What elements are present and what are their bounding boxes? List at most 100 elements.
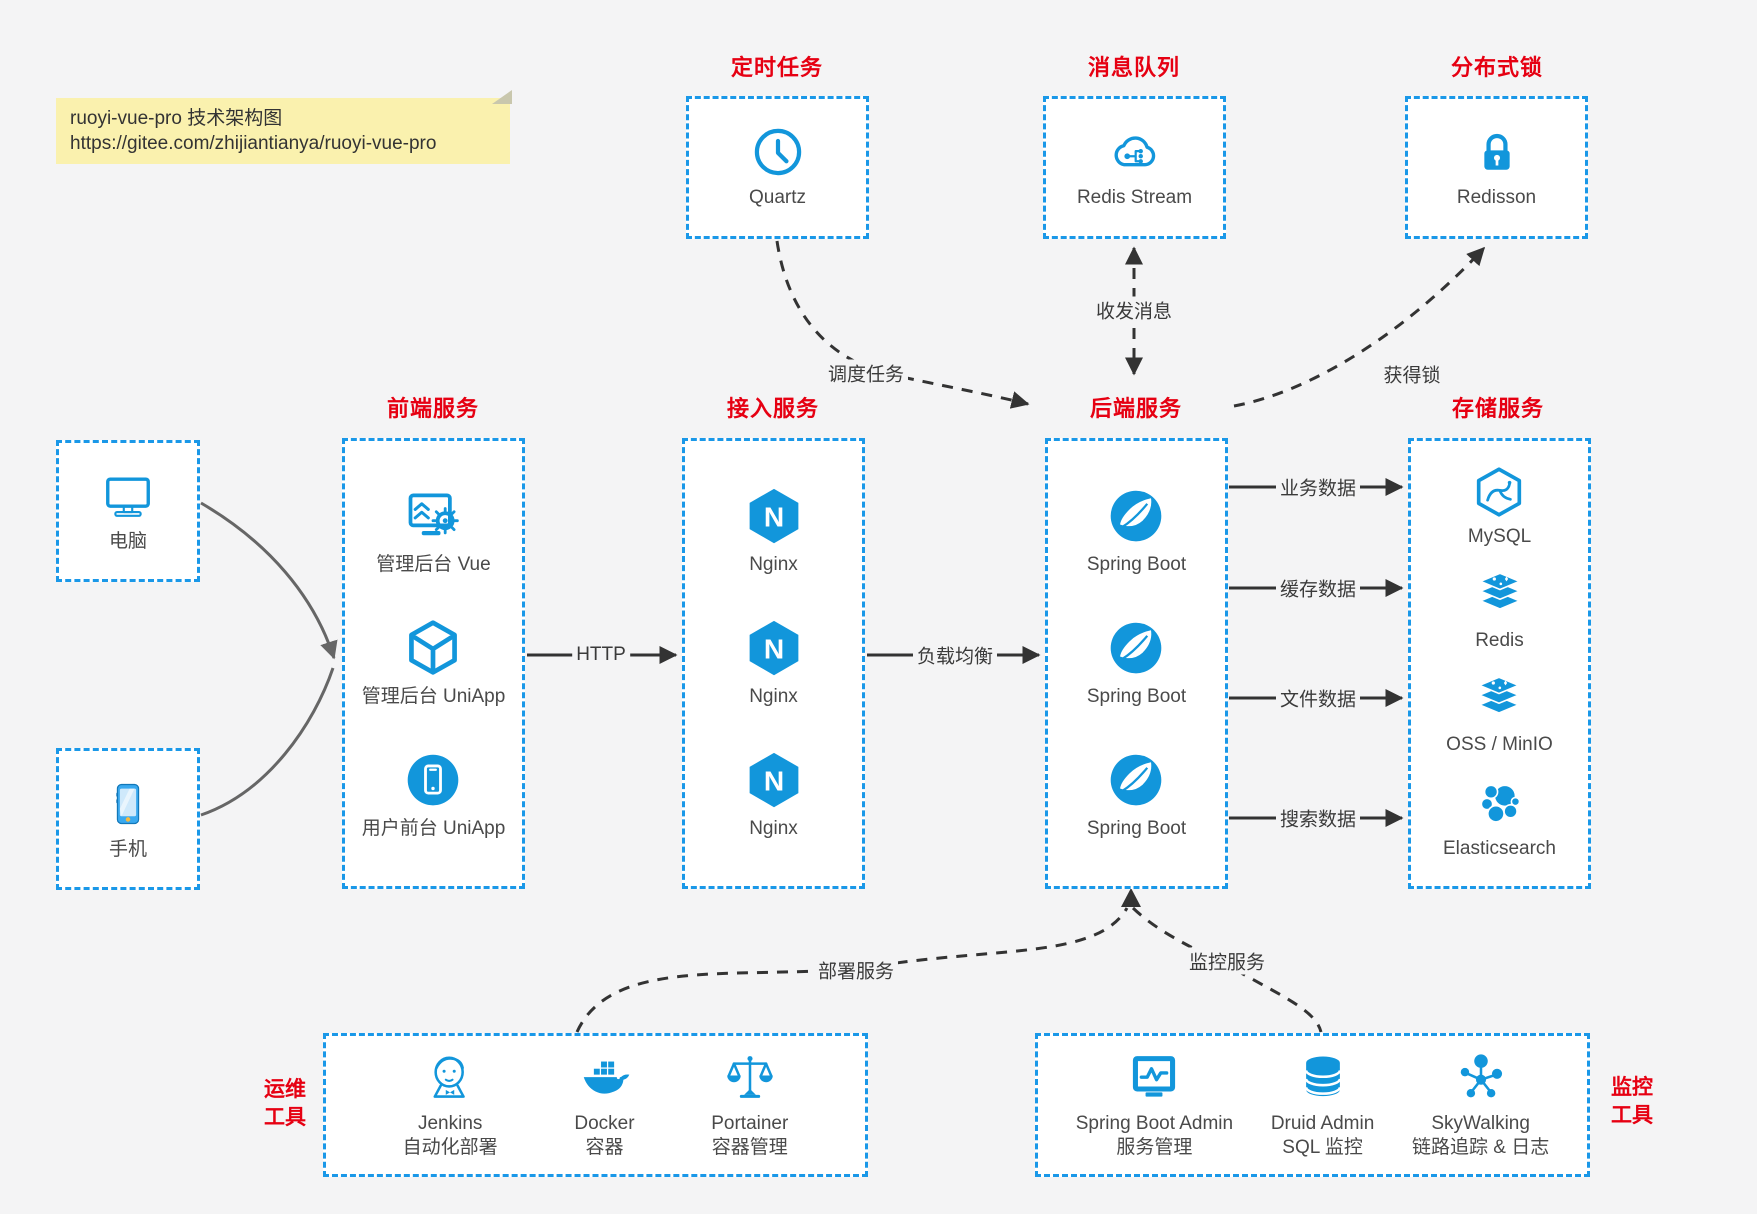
oss-minio-item: OSS / MinIO <box>1446 674 1553 757</box>
redis-item: Redis <box>1474 570 1526 653</box>
edge-label-biz-data: 业务数据 <box>1275 473 1361 501</box>
edge-phone-to-frontend <box>200 667 335 817</box>
column-title-storage: 存储服务 <box>1451 396 1545 421</box>
redis-stream-item: Redis Stream <box>1077 125 1192 210</box>
frontend-box: 管理后台 Vue 管理后台 UniApp 用户前台 UniApp <box>342 438 525 889</box>
ops-tools-title: 运维工具 <box>264 1078 306 1129</box>
note-url: https://gitee.com/zhijiantianya/ruoyi-vu… <box>70 133 437 154</box>
edge-label-load-balance: 负载均衡 <box>912 641 998 669</box>
svg-text:N: N <box>763 633 783 664</box>
note-title: ruoyi-vue-pro 技术架构图 <box>70 108 283 129</box>
springboot-item-2: Spring Boot <box>1087 618 1186 709</box>
redisson-item: Redisson <box>1457 125 1536 210</box>
svg-text:N: N <box>763 765 783 796</box>
nginx-label-1: Nginx <box>749 554 798 576</box>
redis-stream-label: Redis Stream <box>1076 187 1193 209</box>
admin-uniapp-item: 管理后台 UniApp <box>361 618 506 709</box>
nginx-label-2: Nginx <box>749 686 798 708</box>
nginx-item-2: N Nginx <box>744 618 804 709</box>
nginx-item-3: N Nginx <box>744 750 804 841</box>
springboot-label-1: Spring Boot <box>1086 554 1187 576</box>
spring-icon <box>1106 486 1166 546</box>
uniapp-cube-icon <box>403 618 463 678</box>
springboot-label-2: Spring Boot <box>1086 686 1187 708</box>
phone-label: 手机 <box>108 838 147 860</box>
edge-label-schedule: 调度任务 <box>823 359 909 387</box>
phone-box: 手机 <box>56 748 200 890</box>
column-title-frontend: 前端服务 <box>386 396 480 421</box>
monitor-tools-title: 监控工具 <box>1611 1076 1653 1127</box>
redis-label: Redis <box>1475 630 1524 652</box>
access-box: N Nginx N Nginx N Nginx <box>682 438 865 889</box>
oss-minio-label: OSS / MinIO <box>1446 734 1553 756</box>
redisson-box: Redisson <box>1405 96 1588 239</box>
docker-icon <box>574 1051 634 1105</box>
computer-label: 电脑 <box>108 530 147 552</box>
nginx-icon: N <box>744 486 804 546</box>
nginx-label-3: Nginx <box>749 818 798 840</box>
edge-deploy-arrowhead <box>1121 888 1141 907</box>
edge-computer-to-frontend <box>200 501 338 660</box>
admin-vue-label: 管理后台 Vue <box>376 554 491 576</box>
edge-lock <box>1233 246 1486 408</box>
spring-icon <box>1106 750 1166 810</box>
storage-box: MySQL Redis <box>1408 438 1591 889</box>
backend-box: Spring Boot Spring Boot Spring Boot <box>1045 438 1228 889</box>
computer-box: 电脑 <box>56 440 200 582</box>
computer-item: 电脑 <box>99 469 157 554</box>
quartz-item: Quartz <box>749 125 806 210</box>
note-fold-corner <box>492 90 512 104</box>
elasticsearch-label: Elasticsearch <box>1443 838 1556 859</box>
column-title-backend: 后端服务 <box>1089 396 1183 421</box>
edge-label-search-data: 搜索数据 <box>1275 804 1361 832</box>
redis-stream-box: Redis Stream <box>1043 96 1226 239</box>
edge-label-cache-data: 缓存数据 <box>1275 574 1361 602</box>
quartz-label: Quartz <box>748 187 807 209</box>
jenkins-icon <box>423 1051 477 1105</box>
svg-text:N: N <box>763 502 783 533</box>
mysql-label: MySQL <box>1467 526 1532 548</box>
edge-label-deploy: 部署服务 <box>813 956 899 984</box>
admin-vue-item: 管理后台 Vue <box>376 486 491 577</box>
column-title-access: 接入服务 <box>726 396 820 421</box>
desktop-icon <box>99 469 157 523</box>
stack-icon <box>1473 674 1525 726</box>
edge-label-lock: 获得锁 <box>1379 360 1445 388</box>
nginx-icon: N <box>744 750 804 810</box>
springboot-item-1: Spring Boot <box>1087 486 1186 577</box>
cloud-mq-icon <box>1105 125 1163 179</box>
edge-label-messages: 收发消息 <box>1091 296 1177 324</box>
edge-label-monitor: 监控服务 <box>1184 947 1270 975</box>
clock-icon <box>751 125 805 179</box>
group-title-message-queue: 消息队列 <box>1087 55 1181 80</box>
sticky-note: ruoyi-vue-pro 技术架构图 https://gitee.com/zh… <box>56 90 512 164</box>
user-uniapp-item: 用户前台 UniApp <box>361 750 506 841</box>
stack-icon <box>1474 570 1526 622</box>
nginx-icon: N <box>744 618 804 678</box>
mysql-icon <box>1473 466 1525 518</box>
admin-vue-icon <box>403 486 463 546</box>
group-title-scheduled-jobs: 定时任务 <box>730 55 824 80</box>
lock-icon <box>1470 125 1524 179</box>
admin-uniapp-label: 管理后台 UniApp <box>361 686 506 708</box>
elasticsearch-item: Elasticsearch <box>1443 778 1556 861</box>
edge-label-file-data: 文件数据 <box>1275 684 1361 712</box>
nginx-item-1: N Nginx <box>744 486 804 577</box>
elasticsearch-icon <box>1474 778 1526 830</box>
phone-icon <box>102 777 154 831</box>
phone-icon-item: 手机 <box>102 777 154 862</box>
redisson-label: Redisson <box>1456 187 1537 209</box>
user-uniapp-label: 用户前台 UniApp <box>361 818 506 840</box>
